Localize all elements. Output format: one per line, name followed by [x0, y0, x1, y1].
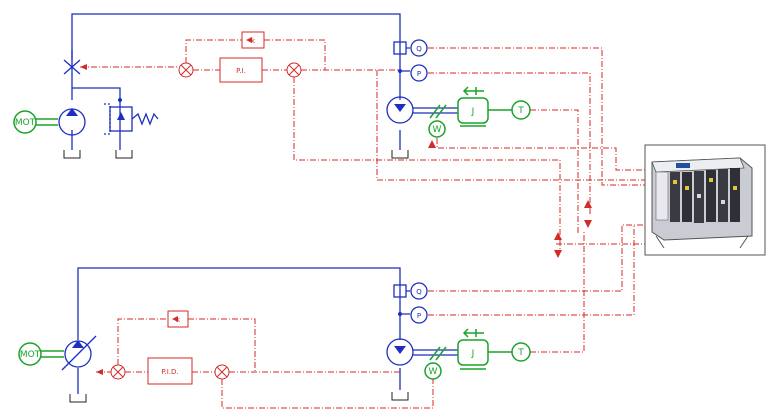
tank-top-right	[391, 150, 409, 159]
bottom-circuit: MOT Q P W J	[18, 224, 660, 409]
tank-bottom-right	[391, 392, 409, 401]
tank-relief-top	[115, 150, 133, 159]
svg-text:J: J	[471, 107, 475, 117]
svg-text:T: T	[517, 106, 524, 116]
pump-bottom-right	[386, 338, 414, 366]
svg-text:k: k	[251, 37, 256, 45]
svg-text:P.I.: P.I.	[236, 67, 246, 75]
flow-sensor-top: Q	[410, 39, 428, 57]
tank-top-left	[63, 150, 81, 159]
svg-text:W: W	[433, 125, 442, 135]
svg-text:P.I.D.: P.I.D.	[161, 368, 178, 376]
pressure-sensor-bottom: P	[410, 306, 428, 324]
torque-sensor-top: T	[511, 100, 531, 120]
data-acquisition-chassis	[644, 144, 766, 256]
svg-text:W: W	[429, 367, 438, 377]
speed-sensor-top: W	[428, 120, 446, 138]
pump-top-left	[58, 108, 86, 136]
top-circuit: MOT	[13, 13, 660, 250]
inertia-top: J	[457, 86, 489, 127]
pump-top-right	[386, 96, 414, 124]
svg-text:P: P	[417, 312, 421, 320]
motor-top-label: MOT	[15, 118, 36, 128]
svg-text:T: T	[517, 348, 524, 358]
pid-controller	[147, 357, 193, 385]
svg-text:Q: Q	[416, 45, 422, 53]
svg-text:k: k	[176, 316, 181, 324]
flow-sensor-bottom: Q	[410, 282, 428, 300]
svg-text:P: P	[417, 70, 421, 78]
signal-junctions	[428, 140, 592, 258]
control-loop-top: P.I. k	[80, 31, 660, 250]
motor-bottom: MOT	[18, 342, 64, 366]
control-loop-bottom: P.I.D. k	[96, 310, 434, 409]
svg-text:J: J	[471, 349, 475, 359]
pressure-sensor-top: P	[410, 64, 428, 82]
throttle-valve	[63, 50, 81, 75]
variable-pump-bottom	[61, 335, 97, 371]
inertia-bottom: J	[457, 328, 489, 370]
svg-text:MOT: MOT	[20, 350, 41, 360]
svg-text:Q: Q	[416, 288, 422, 296]
relief-valve	[104, 103, 159, 135]
torque-sensor-bottom: T	[511, 342, 531, 362]
tank-bottom-left	[69, 394, 87, 403]
motor-top: MOT	[13, 110, 58, 134]
speed-sensor-bottom: W	[424, 362, 442, 380]
